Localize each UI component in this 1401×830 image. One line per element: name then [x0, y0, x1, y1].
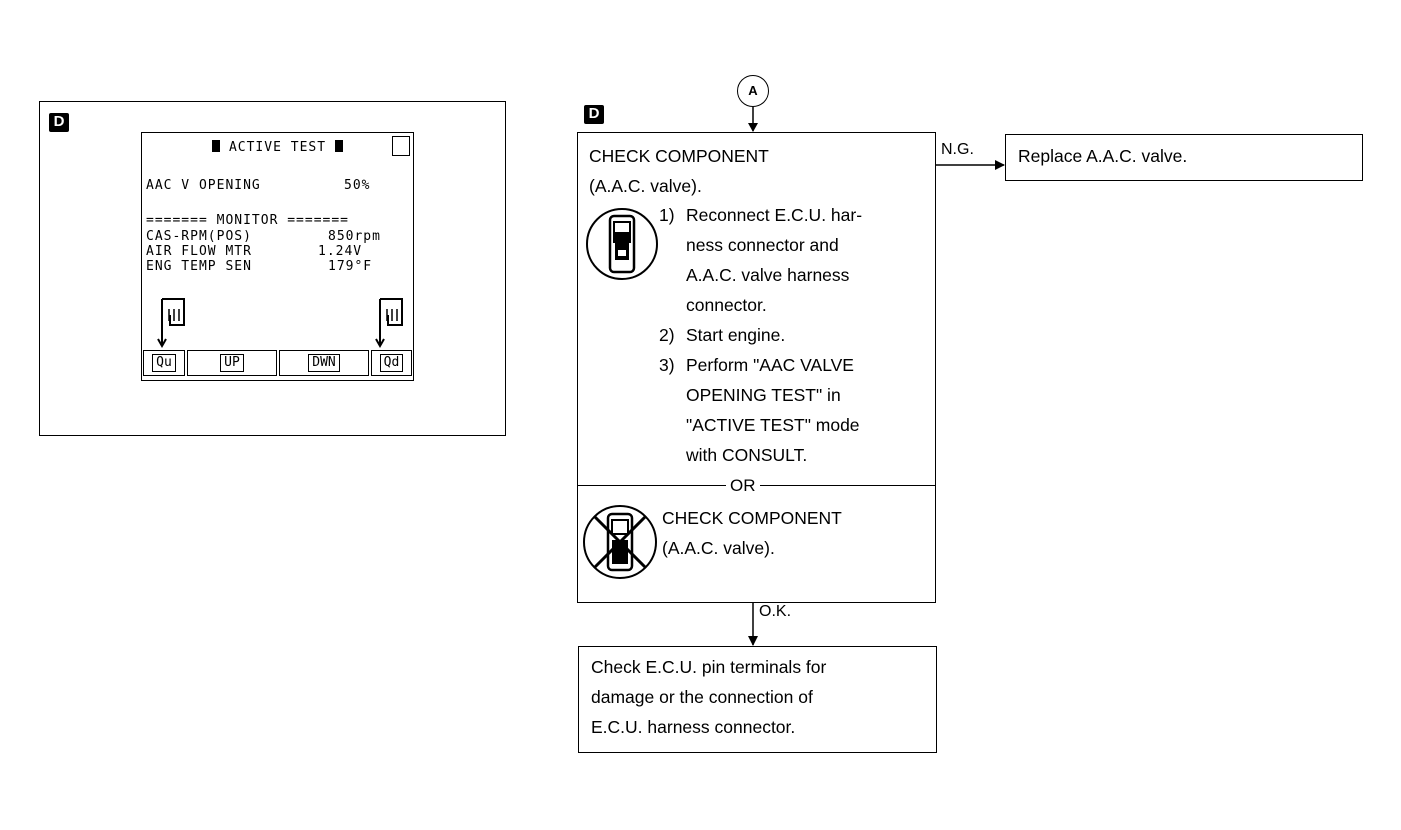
monitor-label-temp: ENG TEMP SEN [146, 259, 252, 274]
monitor-header: ======= MONITOR ======= [146, 213, 350, 228]
screen-title: ACTIVE TEST [228, 140, 327, 155]
no-consult-icon [583, 505, 657, 579]
step-2: 2) Start engine. [659, 325, 786, 345]
main-heading: CHECK COMPONENT [589, 146, 769, 166]
monitor-label-airflow: AIR FLOW MTR [146, 244, 252, 259]
start-square-button[interactable] [392, 136, 410, 156]
replace-valve-box: Replace A.A.C. valve. [1005, 134, 1363, 181]
ok-label: O.K. [759, 603, 792, 621]
connector-a: A [737, 75, 769, 107]
pointing-hand-right-icon [375, 298, 403, 349]
arrowhead-a-to-main [748, 123, 758, 132]
monitor-value-temp: 179°F [328, 259, 373, 274]
arrowhead-ng [995, 160, 1005, 170]
softkey-qd[interactable]: Qd [371, 350, 412, 376]
softkey-down[interactable]: DWN [279, 350, 369, 376]
monitor-label-rpm: CAS-RPM(POS) [146, 229, 252, 244]
pointing-hand-left-icon [157, 298, 185, 349]
title-block-left [212, 140, 221, 152]
title-block-right [334, 140, 343, 152]
screen-title-row: ACTIVE TEST [142, 140, 413, 155]
arrowhead-ok [748, 636, 758, 646]
step-3: 3) Perform "AAC VALVE OPENING TEST" in "… [659, 355, 860, 465]
aac-opening-label: AAC V OPENING [146, 178, 261, 193]
step-tag-right: D [584, 105, 604, 124]
check-ecu-box: Check E.C.U. pin terminals for damage or… [578, 646, 937, 753]
alt-heading: CHECK COMPONENT [662, 508, 842, 528]
softkey-up[interactable]: UP [187, 350, 277, 376]
monitor-value-airflow: 1.24V [318, 244, 363, 259]
check-ecu-line-3: E.C.U. harness connector. [591, 717, 796, 737]
step-1: 1) Reconnect E.C.U. har- ness connector … [659, 205, 863, 315]
consult-screen: ACTIVE TEST AAC V OPENING 50% ======= MO… [141, 132, 414, 381]
softkey-qu[interactable]: Qu [143, 350, 185, 376]
softkey-row: Qu UP DWN Qd [142, 348, 413, 378]
main-subheading: (A.A.C. valve). [589, 176, 702, 196]
check-ecu-line-1: Check E.C.U. pin terminals for [591, 657, 827, 677]
consult-tool-icon [586, 208, 658, 280]
check-ecu-line-2: damage or the connection of [591, 687, 813, 707]
step-list: 1) Reconnect E.C.U. har- ness connector … [659, 200, 929, 470]
replace-valve-text: Replace A.A.C. valve. [1018, 146, 1188, 166]
monitor-value-rpm: 850rpm [328, 229, 381, 244]
or-label: OR [726, 476, 760, 496]
ng-label: N.G. [941, 141, 974, 159]
aac-opening-value: 50% [344, 178, 371, 193]
step-tag-left: D [49, 113, 69, 132]
alt-subheading: (A.A.C. valve). [662, 538, 775, 558]
consult-screen-panel: D ACTIVE TEST AAC V OPENING 50% ======= … [39, 101, 506, 436]
